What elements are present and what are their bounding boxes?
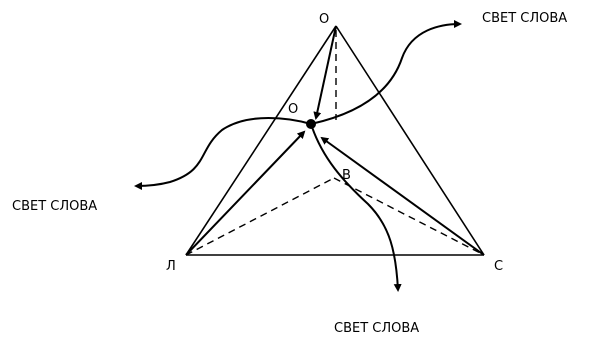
ray-bottom [310,123,402,292]
vertex-label-top: O [319,12,329,27]
ray-label-top-right: СВЕТ СЛОВА [482,11,567,26]
dashed-edge-inner-right [333,177,485,256]
arrow-top-to-center [313,25,337,120]
ray-label-bottom: СВЕТ СЛОВА [334,321,419,336]
outer-triangle-edge-left [185,25,337,256]
ray-top-right [310,20,462,125]
dashed-edge-left-inner [185,177,335,256]
ray-label-left: СВЕТ СЛОВА [12,199,97,214]
vertex-label-right: С [494,259,503,274]
arrow-right-to-center [320,136,485,256]
outer-triangle-edge-right [335,25,485,256]
vertex-label-center: O [288,102,298,117]
arrow-left-to-center [185,130,306,256]
vertex-label-inner: В [342,168,351,183]
ray-left [134,117,312,190]
vertex-label-left: Л [166,259,176,274]
